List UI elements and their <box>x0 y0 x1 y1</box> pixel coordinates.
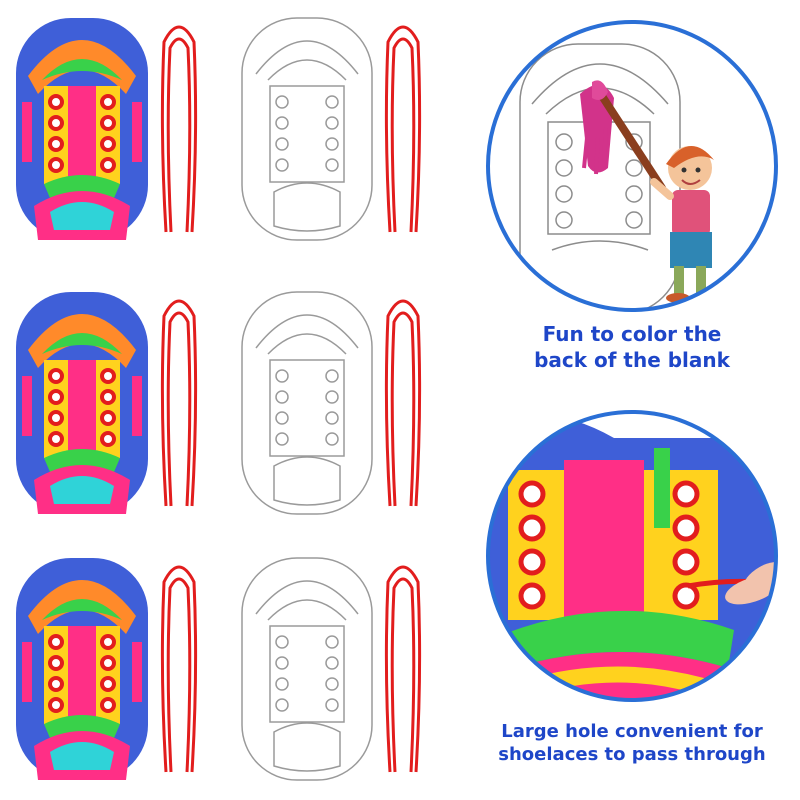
red-shoelace <box>382 296 424 514</box>
colored-shoe-card <box>14 16 150 242</box>
coloring-caption-line2: back of the blank <box>534 347 730 372</box>
colored-shoe-card <box>14 290 150 516</box>
blank-shoe-card <box>240 556 374 782</box>
red-shoelace <box>158 22 200 240</box>
blank-shoe-card <box>240 16 374 242</box>
lacing-caption: Large hole convenient for shoelaces to p… <box>476 720 788 766</box>
coloring-caption: Fun to color the back of the blank <box>492 322 772 373</box>
coloring-detail-circle <box>484 18 780 314</box>
lacing-detail-circle <box>484 408 780 704</box>
red-shoelace <box>382 22 424 240</box>
coloring-caption-line1: Fun to color the <box>542 322 722 346</box>
red-shoelace <box>158 296 200 514</box>
lacing-caption-line2: shoelaces to pass through <box>498 744 766 766</box>
red-shoelace <box>382 562 424 780</box>
lacing-caption-line1: Large hole convenient for <box>501 721 763 742</box>
colored-shoe-card <box>14 556 150 782</box>
blank-shoe-card <box>240 290 374 516</box>
red-shoelace <box>158 562 200 780</box>
